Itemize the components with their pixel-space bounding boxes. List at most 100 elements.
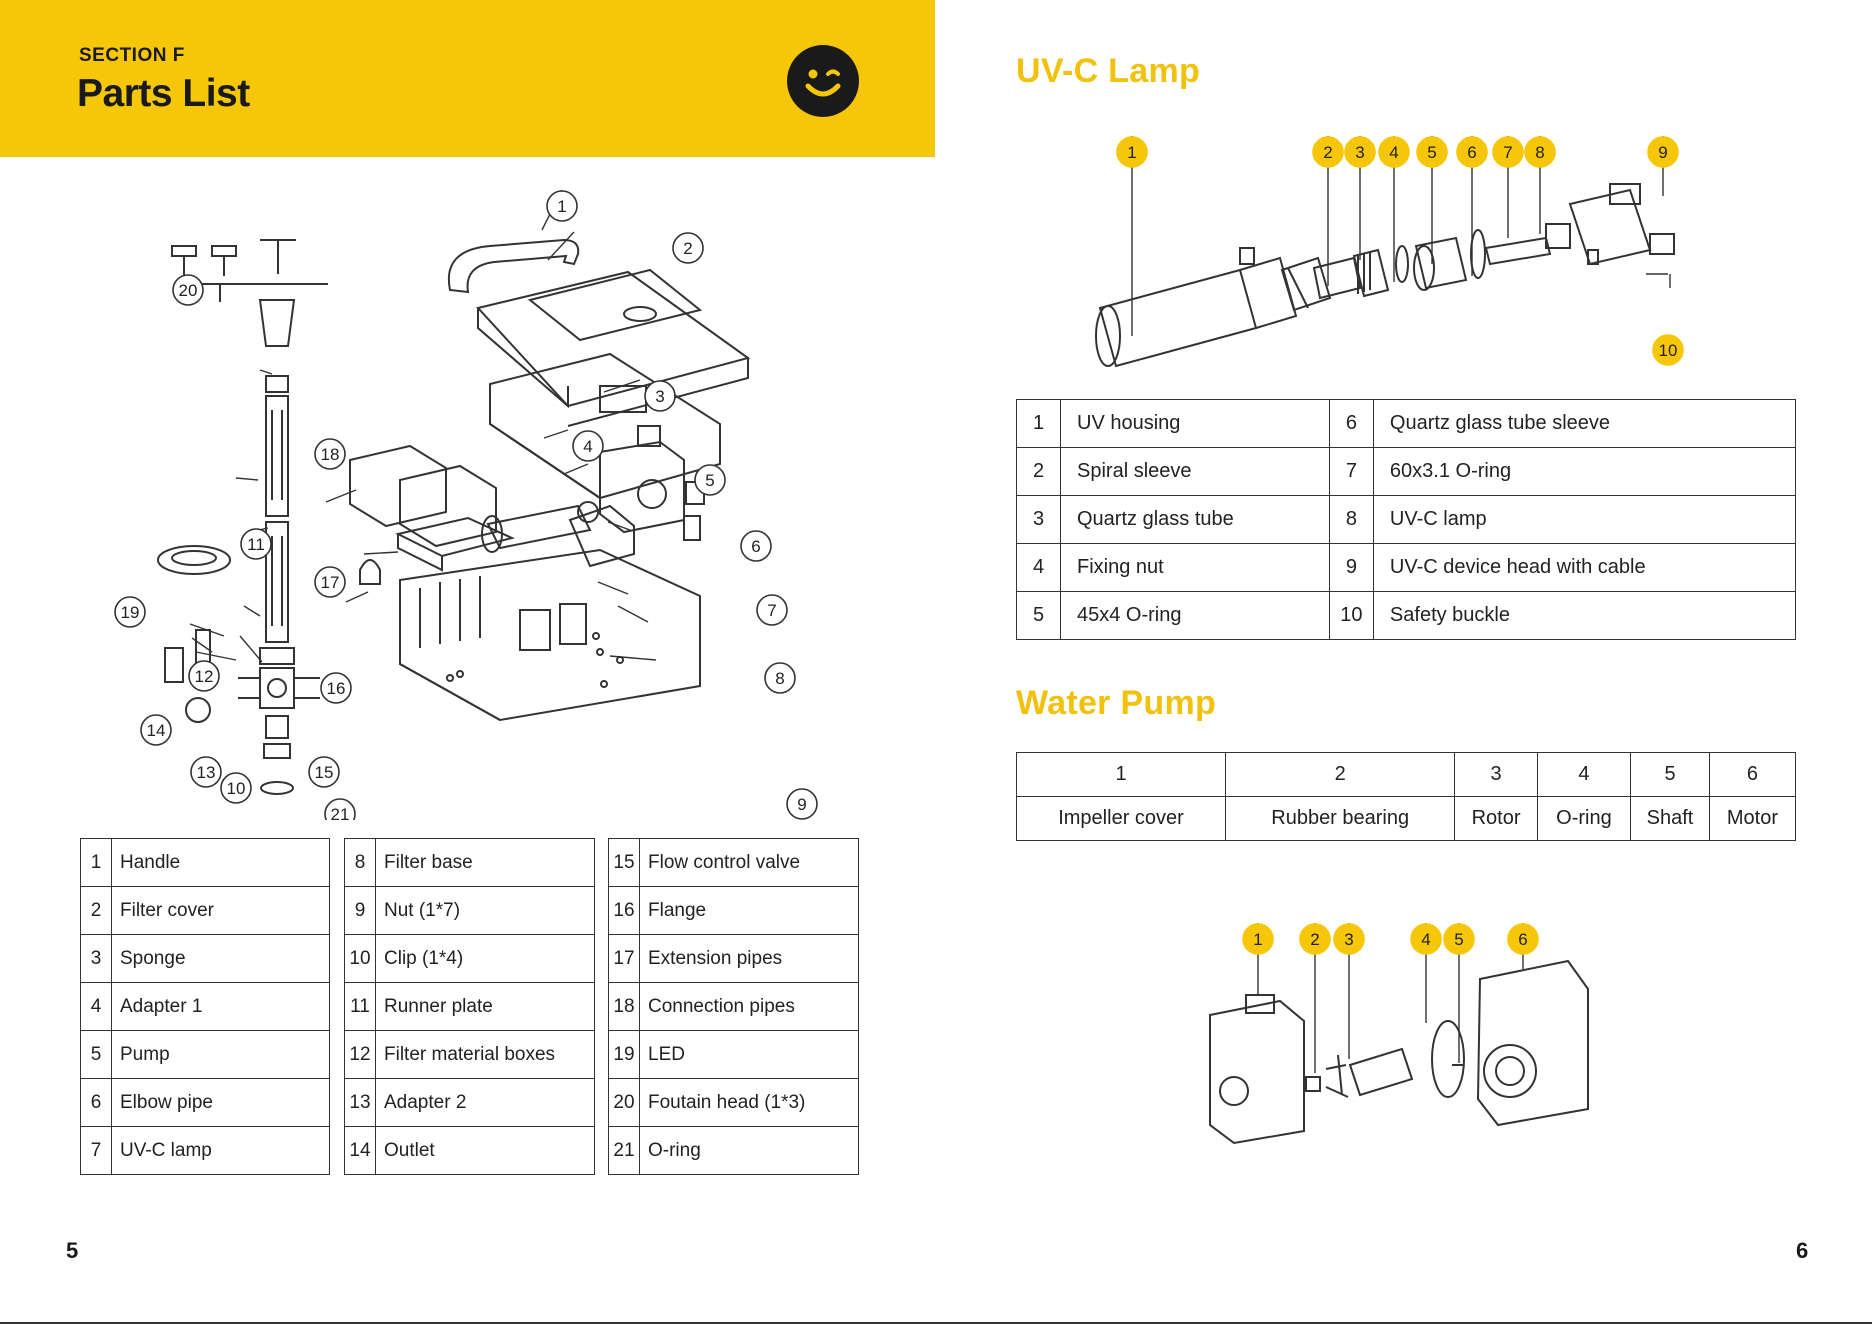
- part-number: 5: [80, 1030, 112, 1079]
- bottom-rule: [0, 1322, 1872, 1324]
- part-number: 6: [1328, 399, 1374, 448]
- part-name: Outlet: [375, 1126, 595, 1175]
- part-name: UV-C lamp: [1372, 495, 1797, 544]
- part-name: Impeller cover: [1015, 796, 1227, 841]
- callout-number: 8: [1535, 143, 1544, 162]
- part-name: Flow control valve: [639, 838, 859, 887]
- callout-number: 3: [1344, 930, 1353, 949]
- callout-badge: 15: [308, 756, 340, 788]
- callout-badge: 11: [240, 528, 272, 560]
- part-name: 60x3.1 O-ring: [1372, 447, 1797, 496]
- part-number: 21: [608, 1126, 640, 1175]
- part-number: 5: [1016, 591, 1061, 640]
- callout-badge: 10: [1652, 334, 1684, 366]
- callout-number: 2: [1323, 143, 1332, 162]
- part-number: 1: [1015, 752, 1227, 797]
- part-name: UV housing: [1060, 399, 1330, 448]
- callout-badge: 8: [764, 662, 796, 694]
- callout-number: 13: [197, 763, 216, 782]
- callout-badge: 3: [1344, 136, 1376, 168]
- part-name: Extension pipes: [639, 934, 859, 983]
- part-name: Runner plate: [375, 982, 595, 1031]
- part-number: 2: [80, 886, 112, 935]
- callout-badge: 4: [1410, 923, 1442, 955]
- callout-number: 17: [321, 573, 340, 592]
- part-number: 7: [80, 1126, 112, 1175]
- part-name: O-ring: [1536, 796, 1632, 841]
- callout-number: 1: [1127, 143, 1136, 162]
- callout-number: 10: [1659, 341, 1678, 360]
- callout-badge: 6: [1456, 136, 1488, 168]
- part-number: 3: [1016, 495, 1061, 544]
- callout-badge: 3: [1333, 923, 1365, 955]
- callout-number: 18: [321, 445, 340, 464]
- part-name: Rotor: [1454, 796, 1538, 841]
- callout-number: 11: [247, 535, 265, 554]
- part-name: Filter cover: [111, 886, 330, 935]
- part-name: UV-C device head with cable: [1372, 543, 1797, 592]
- callout-badge: 12: [188, 660, 220, 692]
- part-name: Adapter 2: [375, 1078, 595, 1127]
- callout-badge: 4: [572, 430, 604, 462]
- callout-badge: 1: [1116, 136, 1148, 168]
- part-name: LED: [639, 1030, 859, 1079]
- callout-number: 12: [195, 667, 214, 686]
- callout-badge: 2: [1312, 136, 1344, 168]
- callout-badge: 5: [1416, 136, 1448, 168]
- part-number: 15: [608, 838, 640, 887]
- callout-badge: 7: [1492, 136, 1524, 168]
- callout-badge: 3: [644, 380, 676, 412]
- callout-number: 9: [1658, 143, 1667, 162]
- part-name: O-ring: [639, 1126, 859, 1175]
- callout-number: 5: [1427, 143, 1436, 162]
- part-name: UV-C lamp: [111, 1126, 330, 1175]
- part-name: Rubber bearing: [1225, 796, 1456, 841]
- callout-badge: 10: [220, 772, 252, 804]
- part-number: 14: [344, 1126, 376, 1175]
- callout-badge: 2: [672, 232, 704, 264]
- callout-badge: 5: [1443, 923, 1475, 955]
- callout-badge: 6: [1507, 923, 1539, 955]
- callout-badge: 4: [1378, 136, 1410, 168]
- callout-badge: 18: [314, 438, 346, 470]
- part-name: Shaft: [1630, 796, 1710, 841]
- part-name: Quartz glass tube: [1060, 495, 1330, 544]
- part-number: 1: [80, 838, 112, 887]
- callout-badge: 9: [1647, 136, 1679, 168]
- part-name: Spiral sleeve: [1060, 447, 1330, 496]
- callout-number: 6: [751, 537, 760, 556]
- callout-badge: 16: [320, 672, 352, 704]
- part-number: 11: [344, 982, 376, 1031]
- part-name: Motor: [1708, 796, 1797, 841]
- part-name: Filter base: [375, 838, 595, 887]
- part-number: 18: [608, 982, 640, 1031]
- part-name: Connection pipes: [639, 982, 859, 1031]
- callout-number: 19: [121, 603, 140, 622]
- uvc-lamp-heading: UV-C Lamp: [1016, 52, 1201, 90]
- part-number: 3: [1454, 752, 1538, 797]
- part-number: 7: [1328, 447, 1374, 496]
- callout-number: 4: [1421, 930, 1430, 949]
- part-name: Clip (1*4): [375, 934, 595, 983]
- callout-badge: 14: [140, 714, 172, 746]
- part-number: 17: [608, 934, 640, 983]
- part-number: 1: [1016, 399, 1061, 448]
- part-number: 9: [1328, 543, 1374, 592]
- callout-badge: 17: [314, 566, 346, 598]
- part-name: Sponge: [111, 934, 330, 983]
- page-number-left: 5: [66, 1238, 79, 1263]
- callout-badge: 6: [740, 530, 772, 562]
